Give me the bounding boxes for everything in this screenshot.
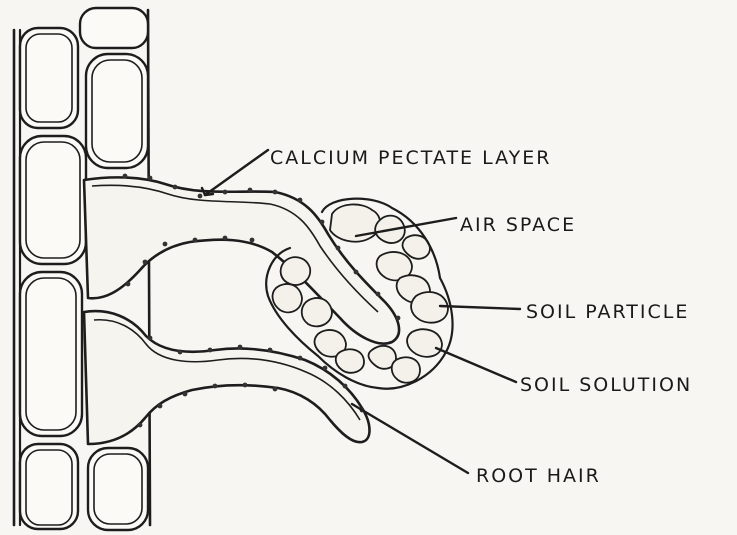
- cortex-cell: [20, 136, 86, 264]
- label-root-hair: ROOT HAIR: [476, 465, 601, 487]
- soil-particle: [407, 329, 442, 356]
- soil-particle: [302, 298, 332, 326]
- epidermis-cell: [80, 8, 148, 48]
- label-soil-particle: SOIL PARTICLE: [526, 301, 689, 323]
- label-air-space: AIR SPACE: [460, 214, 576, 236]
- cortex-cell: [20, 272, 82, 436]
- soil-solution-leader: [436, 348, 516, 382]
- soil-particle: [411, 292, 448, 323]
- soil-particle: [336, 349, 364, 373]
- cortex-cell: [20, 28, 78, 128]
- epidermis-cell: [86, 54, 148, 168]
- upper-root-hair: [84, 177, 399, 343]
- soil-particle: [392, 357, 420, 383]
- label-calcium-pectate-layer: CALCIUM PECTATE LAYER: [270, 147, 551, 169]
- soil-particle: [281, 257, 311, 285]
- soil-particle: [273, 284, 302, 312]
- root-hair-leader: [352, 404, 468, 473]
- calcium-pectate-leader: [205, 150, 268, 195]
- label-soil-solution: SOIL SOLUTION: [520, 374, 692, 396]
